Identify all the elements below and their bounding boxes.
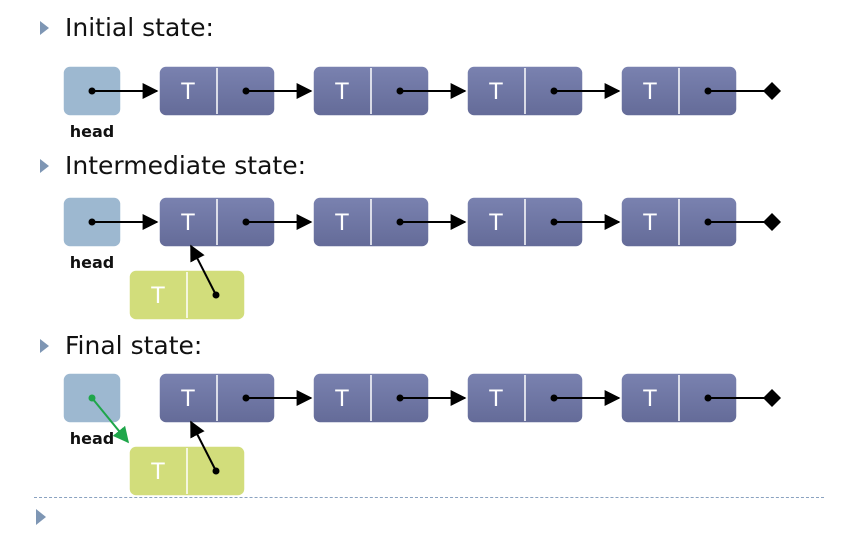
final-head-box-label: head	[70, 429, 115, 448]
bullet-triangle-icon	[40, 338, 49, 353]
bullet-triangle-icon	[40, 20, 49, 35]
intermediate-new-node-next-arrow	[190, 244, 217, 296]
heading-initial-text: Initial state:	[65, 13, 214, 42]
initial-node-1-label: T	[180, 80, 195, 105]
dashed-divider	[34, 497, 824, 498]
heading-intermediate-text: Intermediate state:	[65, 151, 306, 180]
heading-final-text: Final state:	[65, 331, 203, 360]
initial-node-2-label: T	[334, 80, 349, 105]
final-head-arrow	[91, 397, 130, 444]
intermediate-new-node-label: T	[150, 284, 165, 309]
final-node-1-label: T	[180, 387, 195, 412]
heading-final-state: Final state:	[40, 331, 202, 360]
final-new-node-next-arrow	[190, 420, 217, 472]
intermediate-node-3-label: T	[488, 211, 503, 236]
initial-head-box-label: head	[70, 122, 115, 141]
initial-node-3-label: T	[488, 80, 503, 105]
intermediate-head-box-label: head	[70, 253, 115, 272]
final-node-2-label: T	[334, 387, 349, 412]
intermediate-node-2-label: T	[334, 211, 349, 236]
final-node-3-label: T	[488, 387, 503, 412]
intermediate-node-1-label: T	[180, 211, 195, 236]
final-new-node-label: T	[150, 460, 165, 485]
heading-intermediate-state: Intermediate state:	[40, 151, 306, 180]
bullet-triangle-icon	[36, 509, 46, 525]
intermediate-node-4-label: T	[642, 211, 657, 236]
final-node-4-label: T	[642, 387, 657, 412]
bullet-triangle-icon	[40, 158, 49, 173]
initial-node-4-label: T	[642, 80, 657, 105]
heading-initial-state: Initial state:	[40, 13, 214, 42]
